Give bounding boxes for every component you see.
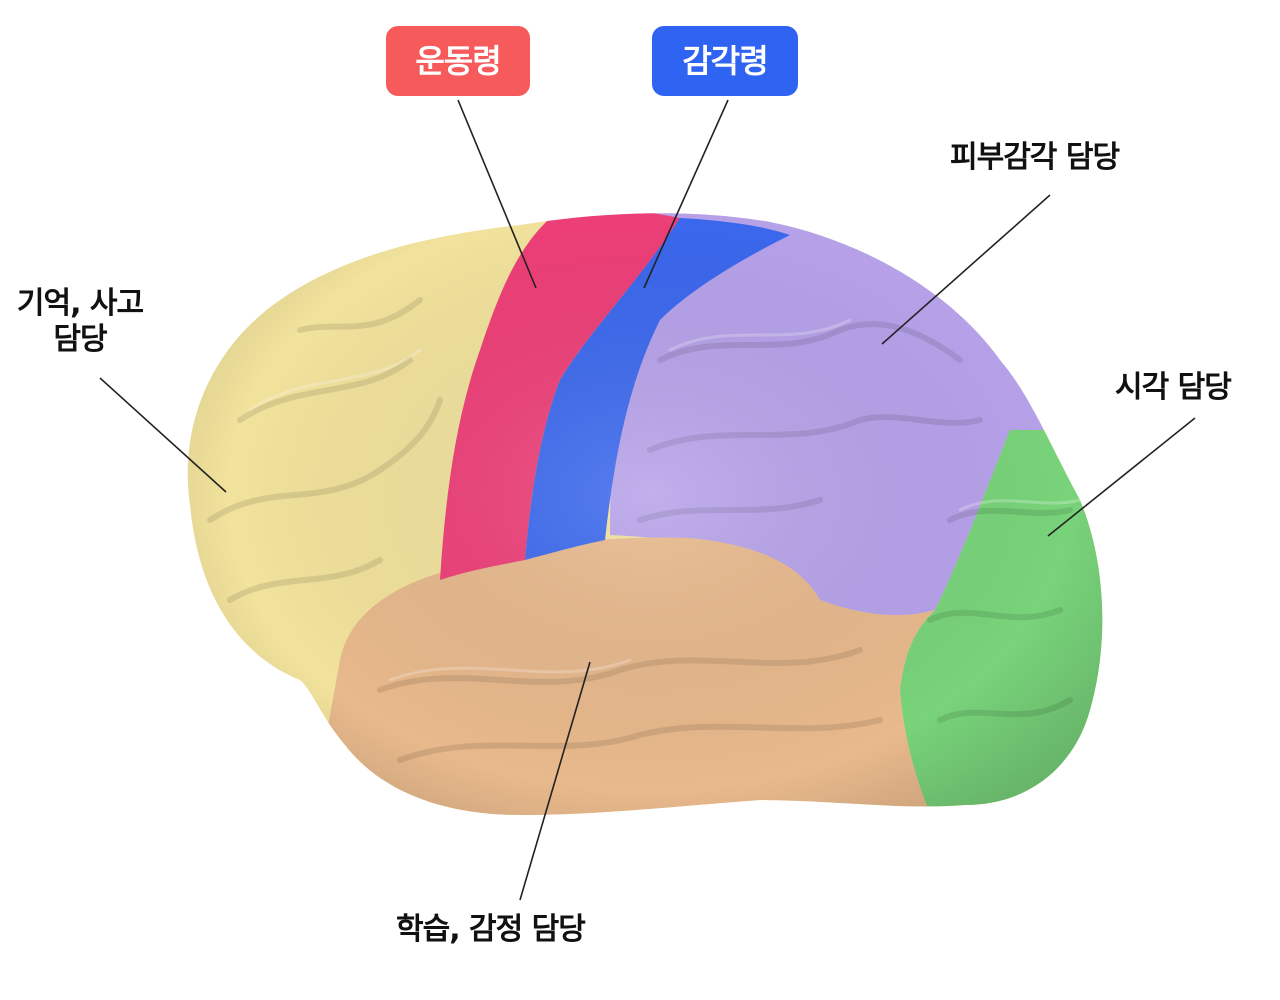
memory-label-line2: 담당 (53, 322, 107, 357)
leader-line-learning (519, 661, 591, 901)
leader-line-motor (457, 99, 537, 289)
learning-emotion-label: 학습, 감정 담당 (396, 912, 586, 947)
leader-line-vision (1047, 417, 1196, 537)
skin-sense-label: 피부감각 담당 (950, 140, 1120, 175)
memory-thinking-label: 기억, 사고 담당 (0, 286, 160, 358)
leader-line-memory (99, 377, 227, 493)
leader-line-skin-sense (881, 194, 1051, 345)
vision-label: 시각 담당 (1115, 370, 1232, 405)
sensory-area-badge: 감각령 (652, 26, 798, 96)
leader-line-sensory (643, 99, 729, 289)
memory-label-line1: 기억, 사고 (16, 286, 144, 321)
motor-area-badge: 운동령 (386, 26, 530, 96)
